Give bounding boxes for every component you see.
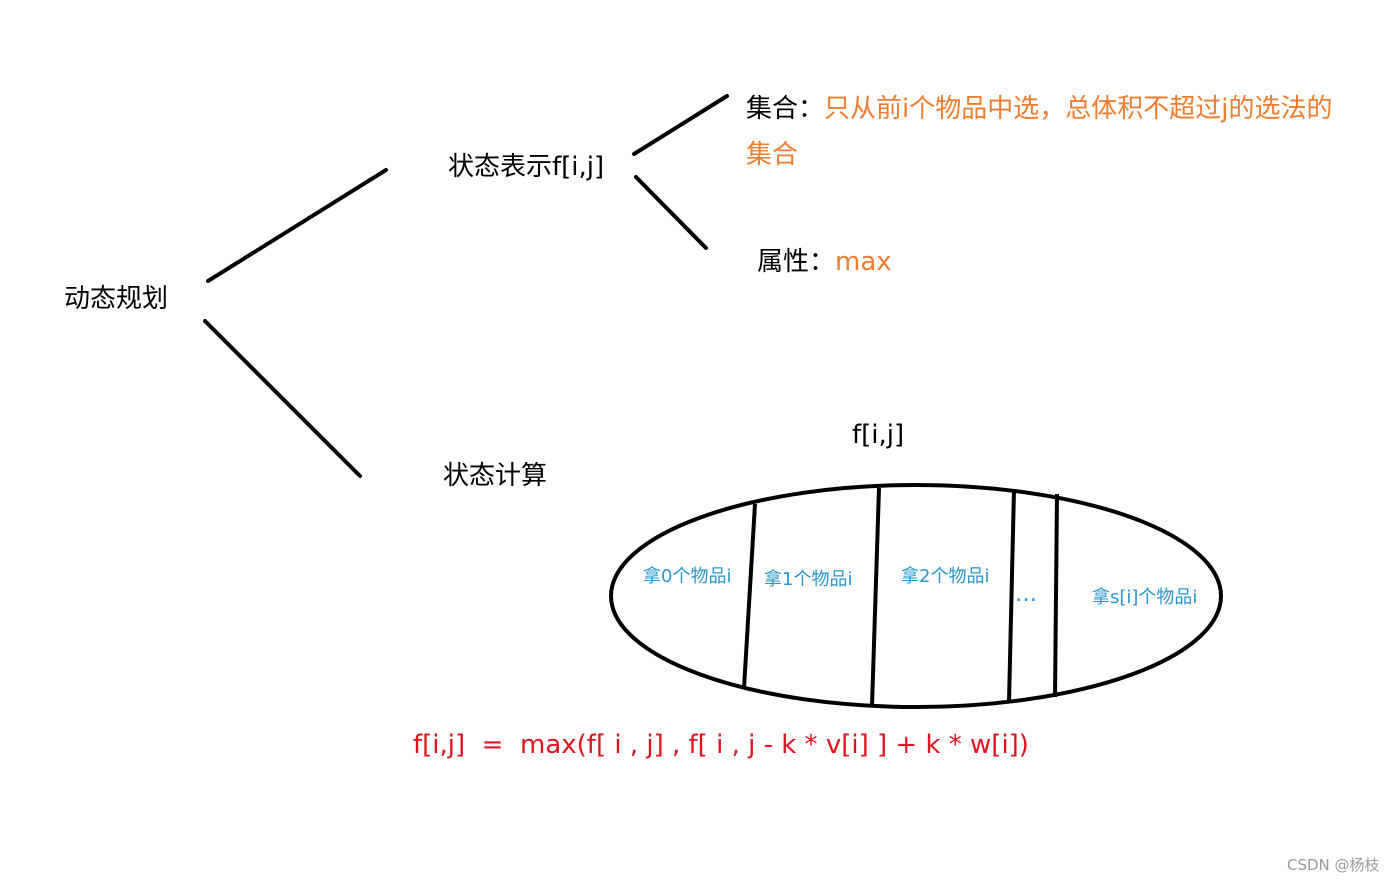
branch-line-root-to-state-calc (203, 319, 362, 478)
csdn-watermark: CSDN @杨枝 (1287, 856, 1380, 874)
set-description: 只从前i个物品中选，总体积不超过j的选法的 (824, 94, 1333, 124)
state-set-ellipse (609, 483, 1223, 709)
state-computation-label: 状态计算 (443, 461, 548, 491)
partition-label-take-0: 拿0个物品i (643, 566, 732, 587)
attribute-prefix: 属性： (757, 247, 836, 277)
partition-divider-2 (870, 487, 881, 707)
attribute-definition: 属性：max (757, 249, 892, 275)
partition-label-take-s: 拿s[i]个物品i (1092, 587, 1198, 608)
set-prefix: 集合： (746, 94, 825, 124)
set-definition-line1: 集合：只从前i个物品中选，总体积不超过j的选法的 (746, 96, 1332, 122)
transition-formula: f[i,j] = max(f[ i , j] , f[ i , j - k * … (413, 730, 1029, 760)
partition-divider-3 (1007, 489, 1016, 703)
ellipse-title: f[i,j] (852, 420, 905, 450)
branch-line-to-set (632, 94, 729, 156)
state-representation-label: 状态表示f[i,j] (448, 152, 605, 182)
branch-line-to-attribute (634, 175, 708, 250)
partition-label-ellipsis: … (1015, 582, 1037, 607)
partition-divider-1 (742, 503, 757, 689)
partition-label-take-1: 拿1个物品i (764, 569, 853, 590)
partition-label-take-2: 拿2个物品i (901, 566, 990, 587)
partition-divider-4 (1053, 493, 1059, 698)
root-node-label: 动态规划 (64, 284, 169, 314)
branch-line-root-to-state-rep (206, 168, 388, 283)
set-definition-line2: 集合 (746, 140, 799, 170)
attribute-value: max (835, 247, 892, 277)
